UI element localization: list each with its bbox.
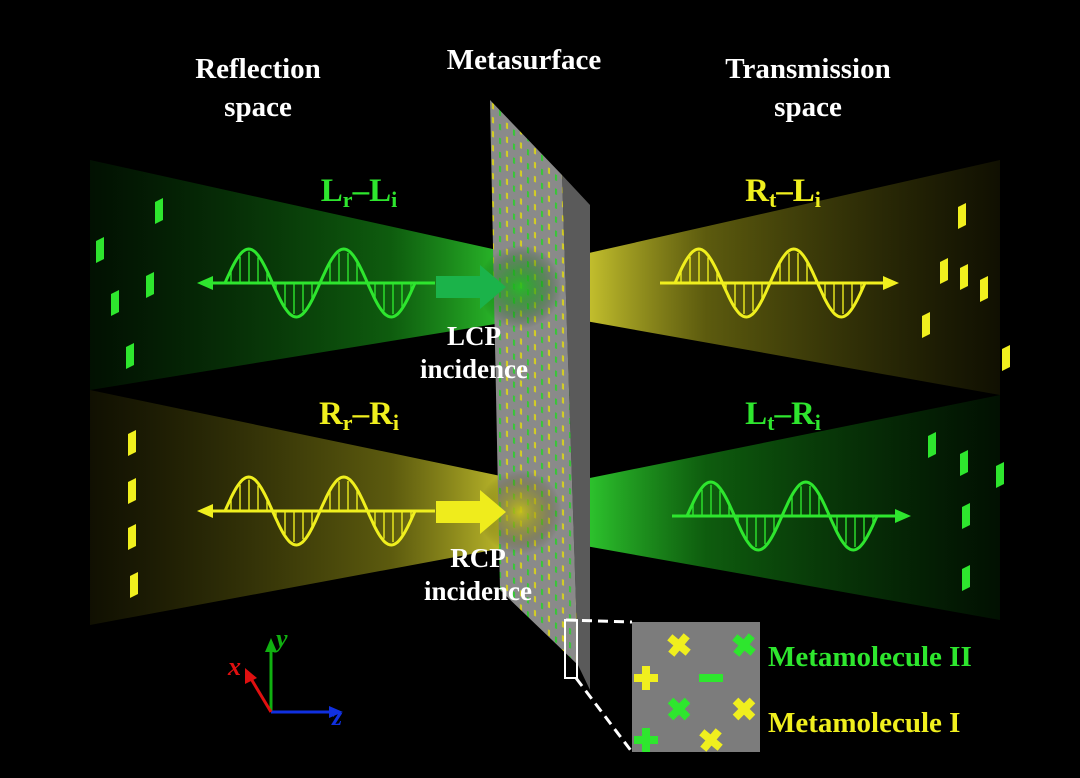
metamolecule-2-label: Metamolecule II (768, 641, 972, 673)
reflection-space-header: Reflection space (158, 50, 358, 126)
label-rt-li: Rt–Li (745, 173, 821, 212)
label-lr-li: Lr–Li (320, 173, 398, 212)
yellow-marker-right-5 (1002, 345, 1010, 371)
green-marker-right-2 (996, 462, 1004, 488)
green-transmission-beam (580, 395, 1000, 620)
yellow-marker-right-3 (980, 276, 988, 302)
green-marker-left-0 (155, 198, 163, 224)
metamolecule-1-a (667, 633, 691, 657)
metamolecule-2-a (732, 633, 756, 657)
wave-lt-ri (672, 480, 911, 552)
zoom-inset (565, 618, 760, 753)
lcp-label-line2: incidence (420, 354, 528, 384)
yellow-marker-left-1 (128, 478, 136, 504)
green-marker-right-1 (960, 450, 968, 476)
yellow-marker-left-3 (130, 572, 138, 598)
green-marker-right-3 (962, 503, 970, 529)
wave-rt-li (660, 247, 899, 319)
z-axis-label: z (332, 702, 343, 731)
zoom-line-bottom (574, 677, 634, 753)
metamolecule-1-b (634, 666, 658, 690)
rcp-incidence-arrow (436, 490, 506, 534)
yellow-marker-left-0 (128, 430, 136, 456)
green-marker-right-0 (928, 432, 936, 458)
z-axis-arrowhead (329, 706, 343, 718)
metamolecule-2-d (634, 728, 658, 752)
yellow-marker-right-0 (958, 203, 966, 229)
rcp-spot (478, 470, 562, 554)
inset-metamolecules (634, 633, 756, 752)
polarization-markers (96, 198, 1010, 598)
rcp-label-line1: RCP (450, 543, 506, 573)
coordinate-axes (245, 638, 343, 718)
metamolecule-1-label: Metamolecule I (768, 707, 961, 739)
metamolecule-2-b (699, 674, 723, 682)
label-lt-ri: Lt–Ri (745, 396, 821, 435)
wave-rr-ri (197, 475, 435, 547)
rcp-label-line2: incidence (424, 576, 532, 606)
green-marker-left-4 (126, 343, 134, 369)
lcp-incidence-arrow (436, 265, 506, 309)
yellow-marker-right-2 (960, 264, 968, 290)
lcp-label-line1: LCP (447, 321, 501, 351)
metamolecule-1-d (699, 728, 723, 752)
green-marker-left-3 (111, 290, 119, 316)
yellow-marker-right-1 (940, 258, 948, 284)
reflection-beams (90, 160, 520, 625)
wave-lr-li (197, 247, 435, 319)
transmission-beams (580, 160, 1000, 620)
metamolecule-2-c (667, 697, 691, 721)
x-axis-label: x (228, 652, 241, 681)
green-reflection-beam (90, 160, 520, 390)
label-rr-ri: Rr–Ri (318, 396, 400, 435)
yellow-transmission-beam (580, 160, 1000, 395)
green-marker-right-4 (962, 565, 970, 591)
metamolecule-1-c (732, 697, 756, 721)
transmission-header-line1: Transmission (725, 53, 891, 85)
yellow-marker-right-4 (922, 312, 930, 338)
rcp-incidence-label: RCP incidence (398, 542, 558, 608)
green-marker-left-2 (146, 272, 154, 298)
metasurface-edge (562, 175, 590, 690)
yellow-marker-left-2 (128, 524, 136, 550)
y-axis-label: y (276, 624, 288, 653)
transmission-header-line2: space (774, 91, 842, 123)
green-marker-left-1 (96, 237, 104, 263)
lcp-incidence-label: LCP incidence (394, 320, 554, 386)
waves (197, 247, 911, 552)
metasurface-header: Metasurface (446, 44, 602, 76)
y-axis-arrowhead (265, 638, 277, 652)
zoom-line-top (565, 618, 633, 624)
yellow-reflection-beam (90, 390, 520, 625)
lcp-spot (478, 245, 562, 329)
x-axis-arrowhead (245, 668, 257, 684)
reflection-header-line1: Reflection (195, 53, 321, 85)
x-axis-line (248, 676, 273, 713)
reflection-header-line2: space (224, 91, 292, 123)
transmission-space-header: Transmission space (690, 50, 926, 126)
